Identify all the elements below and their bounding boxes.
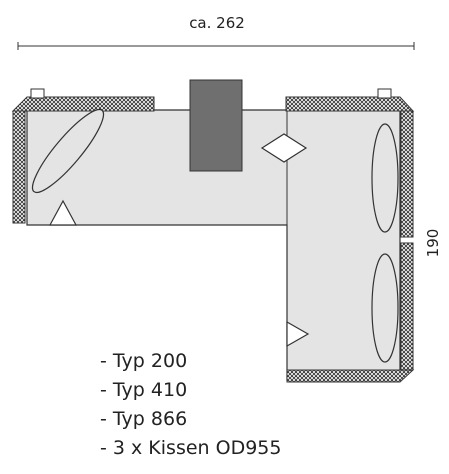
width-dimension-line <box>17 42 415 50</box>
right-backrest-connector <box>377 88 392 99</box>
right-side-backrest-lower <box>400 242 414 371</box>
left-backrest-connector <box>30 88 45 99</box>
cushion-right-lower <box>371 253 399 363</box>
height-dimension-label: 190 <box>424 229 442 258</box>
width-dimension-label: ca. 262 <box>189 14 245 32</box>
legend-item-typ-200: - Typ 200 <box>100 350 188 372</box>
bottom-armrest <box>286 369 415 383</box>
backrest-block <box>189 79 243 172</box>
seat-direction-triangle-left <box>48 199 78 226</box>
left-armrest <box>12 110 26 224</box>
seat-direction-triangle-right <box>286 320 310 348</box>
left-backrest <box>11 96 155 112</box>
cushion-diagonal <box>31 108 105 194</box>
corner-diamond-marker <box>260 133 308 163</box>
legend-item-typ-866: - Typ 866 <box>100 408 188 430</box>
right-side-backrest-upper <box>400 110 414 238</box>
cushion-right-upper <box>371 123 399 233</box>
legend-item-typ-410: - Typ 410 <box>100 379 188 401</box>
module-legend: - Typ 200 - Typ 410 - Typ 866 - 3 x Kiss… <box>100 347 281 463</box>
legend-item-cushions: - 3 x Kissen OD955 <box>100 437 282 459</box>
right-backrest <box>285 96 415 112</box>
